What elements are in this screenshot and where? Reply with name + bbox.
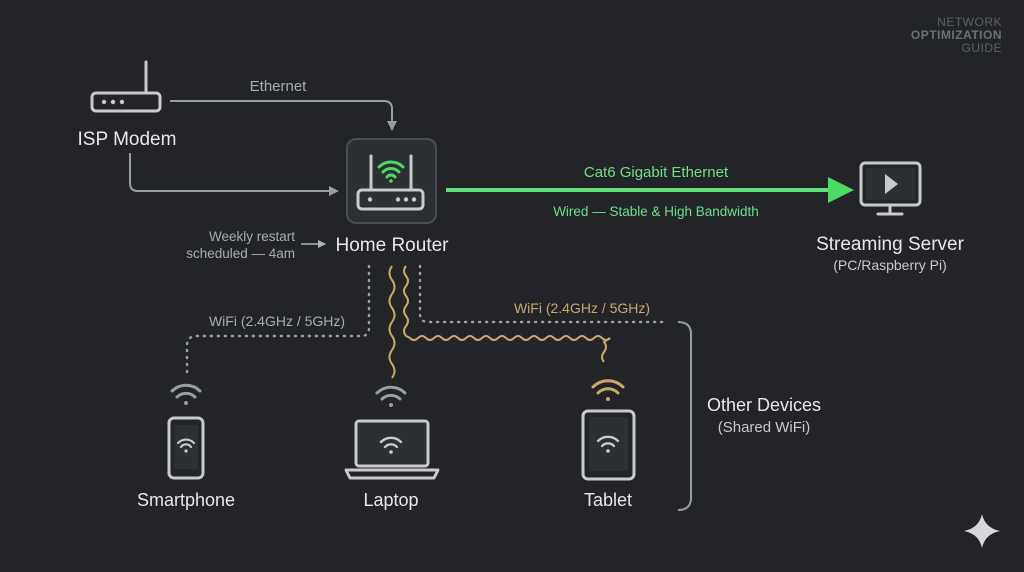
laptop-wifi-signal-icon — [375, 385, 407, 407]
server-sublabel: (PC/Raspberry Pi) — [833, 257, 947, 273]
cat6-label: Cat6 Gigabit Ethernet — [584, 164, 729, 181]
smartphone-wifi-signal-icon — [170, 383, 202, 405]
modem-label: ISP Modem — [78, 129, 177, 150]
laptop-label: Laptop — [363, 490, 418, 510]
other-devices-bracket — [677, 321, 692, 511]
router-label: Home Router — [336, 235, 450, 256]
wifi-link-shared — [418, 264, 666, 324]
server-label: Streaming Server — [816, 234, 965, 255]
restart-note-line2: scheduled — 4am — [186, 246, 295, 261]
tablet-wifi-signal-icon — [591, 379, 625, 401]
router-wifi-icon — [377, 160, 405, 183]
brand-line-2: OPTIMIZATION — [910, 28, 1002, 42]
brand-line-1: NETWORK — [937, 15, 1002, 29]
restart-note-line1: Weekly restart — [209, 229, 295, 244]
wifi-link-tablet — [403, 265, 611, 363]
smartphone-icon — [167, 416, 205, 480]
sparkle-icon — [964, 514, 1000, 548]
modem-icon — [90, 60, 162, 113]
router-icon — [346, 138, 437, 224]
monitor-play-icon — [859, 161, 922, 216]
smartphone-label: Smartphone — [137, 490, 235, 510]
cat6-link — [440, 177, 854, 203]
brand-line-3: GUIDE — [961, 41, 1002, 55]
brand-watermark: NETWORK OPTIMIZATION GUIDE — [911, 16, 1002, 55]
ethernet-link-bottom — [129, 153, 339, 196]
wifi-link-smartphone — [185, 264, 371, 376]
cat6-sublabel: Wired — Stable & High Bandwidth — [553, 204, 759, 219]
laptop-icon — [344, 419, 440, 480]
tablet-icon — [581, 409, 636, 481]
wifi-right-label: WiFi (2.4GHz / 5GHz) — [514, 300, 650, 316]
other-devices-sublabel: (Shared WiFi) — [718, 419, 811, 436]
other-devices-label: Other Devices — [707, 395, 821, 415]
ethernet-label: Ethernet — [250, 78, 308, 95]
wifi-link-laptop — [388, 265, 396, 379]
tablet-label: Tablet — [584, 490, 632, 510]
ethernet-link-top — [170, 100, 397, 131]
wifi-left-label: WiFi (2.4GHz / 5GHz) — [209, 313, 345, 329]
